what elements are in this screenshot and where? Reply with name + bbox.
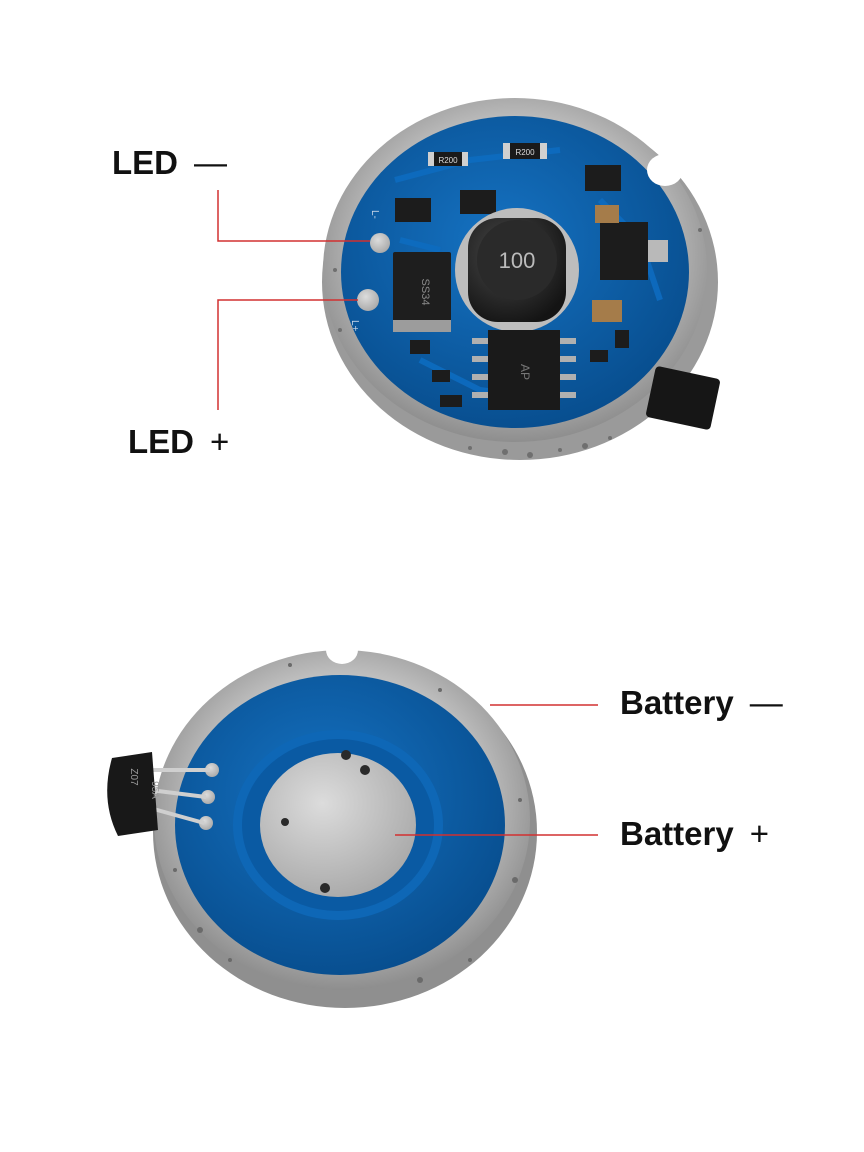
small-passives [410, 330, 629, 407]
led-plus-label: LED + [128, 425, 229, 458]
battery-plus-sign: + [749, 815, 769, 852]
pad-2-silkscreen: L+ [349, 320, 360, 332]
sot-chip-1 [395, 198, 431, 222]
via-4 [320, 883, 330, 893]
battery-plus-text: Battery [620, 815, 734, 852]
resistor-r200-1: R200 [428, 152, 468, 166]
diode-marking: SS34 [419, 279, 431, 306]
transistor-pad-2 [201, 790, 215, 804]
battery-minus-sign: — [749, 684, 783, 721]
led-minus-text: LED [112, 144, 178, 181]
resistor-2-marking: R200 [515, 148, 535, 157]
pad-1-silkscreen: L- [369, 210, 380, 219]
via-3 [281, 818, 289, 826]
rim-solder-speckle [333, 228, 702, 458]
sot-chip-2 [585, 165, 621, 191]
battery-minus-label: Battery — [620, 686, 783, 719]
led-minus-leader-line [217, 190, 370, 242]
ceramic-capacitor [595, 205, 619, 223]
inductor: 100 [455, 208, 579, 332]
led-plus-sign: + [210, 423, 230, 460]
bottom-rim-speckle [173, 663, 522, 983]
led-plus-leader-line [217, 299, 358, 410]
led-plus-pad [357, 289, 379, 311]
resistor-r200-2: R200 [503, 143, 547, 159]
led-minus-sign: — [194, 144, 227, 181]
via-2 [360, 765, 370, 775]
ic-marking: AP [518, 364, 532, 380]
via-1 [341, 750, 351, 760]
inductor-marking: 100 [499, 248, 536, 273]
top-pcb-board: R200 R200 SS34 100 [322, 98, 720, 460]
schottky-diode: SS34 [393, 252, 451, 332]
driver-ic: AP [472, 330, 576, 410]
led-leader-lines [217, 190, 370, 410]
bottom-pcb-board: 95A Z07 [107, 636, 537, 1008]
led-minus-pad [370, 233, 390, 253]
led-minus-label: LED — [112, 146, 227, 179]
to92-transistor-bottom: 95A Z07 [107, 752, 160, 836]
transistor-marking-1: 95A [149, 781, 160, 799]
transistor-marking-2: Z07 [128, 768, 139, 786]
resistor-1-marking: R200 [438, 156, 458, 165]
capacitor-bottom-right [592, 300, 622, 322]
battery-leader-lines [395, 704, 598, 836]
battery-plus-label: Battery + [620, 817, 769, 850]
battery-minus-text: Battery [620, 684, 734, 721]
battery-plus-pad [260, 753, 416, 897]
sot-transistor-right [600, 222, 648, 280]
transistor-pad-3 [199, 816, 213, 830]
transistor-pad-1 [205, 763, 219, 777]
led-plus-text: LED [128, 423, 194, 460]
to92-transistor-top [646, 366, 720, 430]
sot-chip-3 [460, 190, 496, 214]
